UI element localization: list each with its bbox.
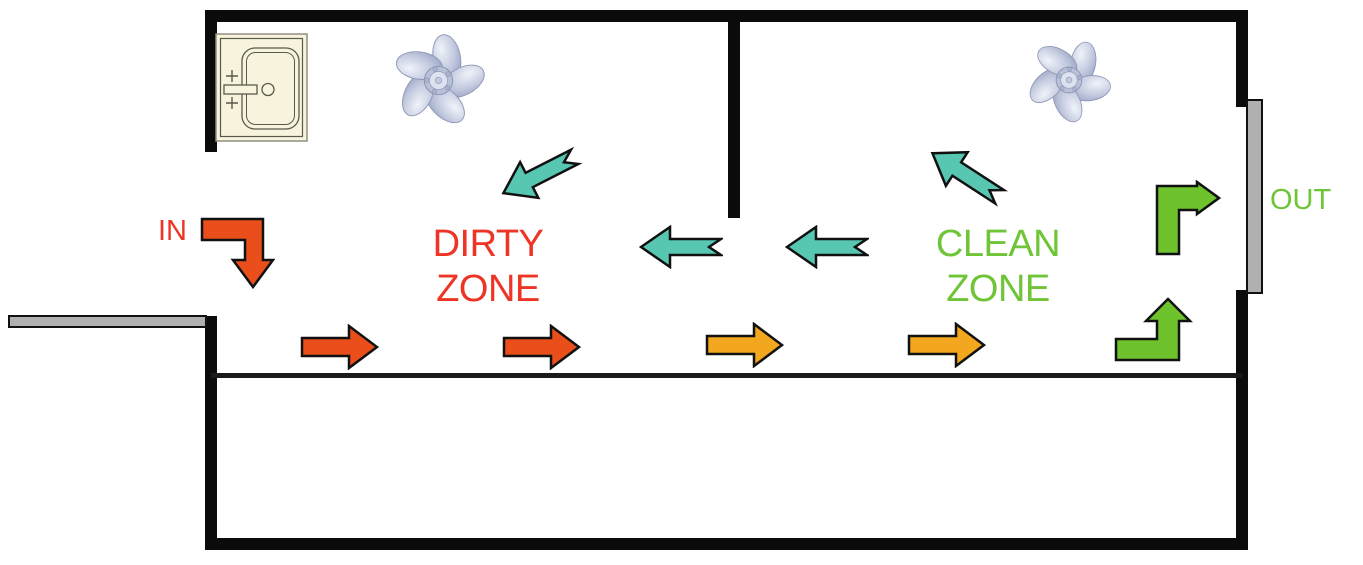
sink-icon (215, 33, 308, 142)
exit-door-panel (1246, 99, 1263, 294)
mid-floor-arrow-icon (705, 322, 784, 368)
interior-partition-line (211, 373, 1242, 378)
overhead-return-arrow-icon (921, 135, 1011, 215)
bottom-wall (205, 538, 1248, 550)
right-wall-lower (1236, 290, 1248, 550)
dirty-zone-label: DIRTY ZONE (418, 222, 558, 312)
out-flow-arrow-upper-icon (1155, 180, 1221, 256)
overhead-return-arrow-icon (639, 225, 723, 269)
clean-zone-label-line1: CLEAN (935, 223, 1061, 265)
dirty-floor-arrow-icon (502, 324, 581, 370)
entrance-door-panel (8, 315, 207, 328)
fan-icon (388, 30, 489, 131)
in-label: IN (158, 215, 187, 247)
dirty-zone-label-line1: DIRTY (432, 223, 544, 265)
mid-floor-arrow-icon (907, 322, 986, 368)
overhead-return-arrow-icon (785, 225, 869, 269)
dirty-zone-label-line2: ZONE (436, 268, 540, 310)
dirty-floor-arrow-icon (300, 324, 379, 370)
out-label: OUT (1270, 184, 1332, 216)
clean-zone-label: CLEAN ZONE (928, 222, 1068, 312)
left-wall-lower (205, 316, 217, 550)
fan-icon (1023, 34, 1115, 126)
clean-zone-label-line2: ZONE (946, 268, 1050, 310)
top-wall (205, 10, 1248, 22)
overhead-return-arrow-icon (494, 135, 584, 215)
right-wall-upper (1236, 10, 1248, 107)
in-flow-arrow-icon (200, 217, 275, 289)
zone-divider-wall (728, 10, 740, 218)
left-wall-upper (205, 10, 217, 152)
out-flow-arrow-lower-icon (1114, 297, 1193, 362)
